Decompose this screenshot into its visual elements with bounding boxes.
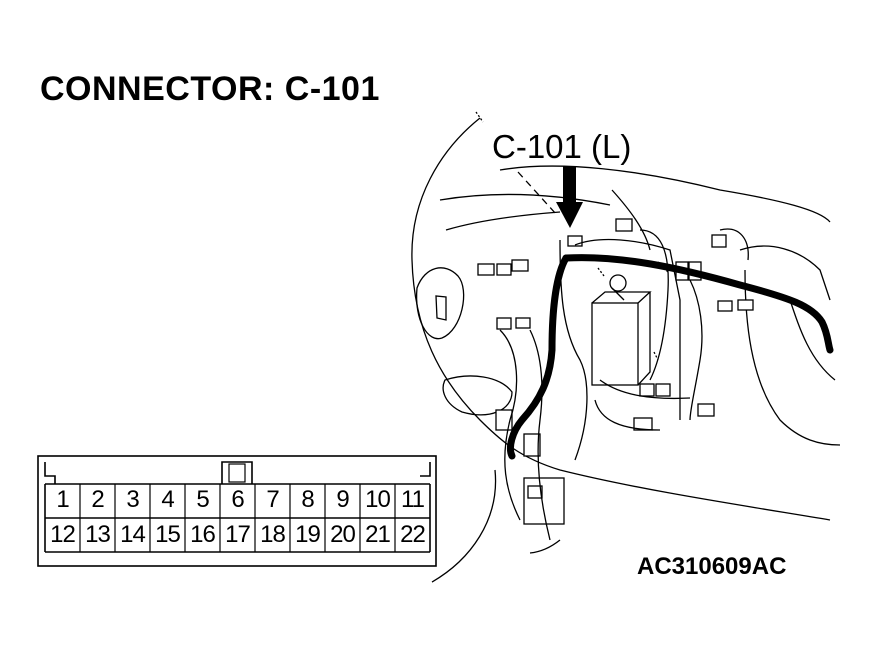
pin: 5 (196, 486, 209, 513)
pin: 15 (155, 521, 181, 548)
pin: 9 (336, 486, 349, 513)
pin: 7 (266, 486, 279, 513)
connector-face (37, 455, 437, 567)
pin: 12 (50, 521, 76, 548)
figure-id: AC310609AC (637, 553, 787, 580)
pin: 13 (85, 521, 111, 548)
pin: 18 (260, 521, 286, 548)
pin: 6 (231, 486, 244, 513)
pin: 10 (365, 486, 391, 513)
pin: 8 (301, 486, 314, 513)
diagram-title: CONNECTOR: C-101 (40, 70, 380, 108)
pin: 17 (225, 521, 251, 548)
center-module (591, 302, 639, 386)
pin: 16 (190, 521, 216, 548)
pin: 20 (330, 521, 356, 548)
pin: 22 (400, 521, 426, 548)
callout-label: C-101 (L) (492, 128, 632, 165)
callout-arrow (517, 166, 583, 228)
pin: 4 (161, 486, 174, 513)
pin: 14 (120, 521, 146, 548)
pin: 3 (126, 486, 139, 513)
dashboard-outline (411, 117, 831, 521)
pin: 19 (295, 521, 321, 548)
connector-top-row: 1 2 3 4 5 6 7 8 9 10 11 (45, 484, 430, 516)
pin: 2 (91, 486, 104, 513)
pin: 11 (401, 486, 425, 513)
main-harness (562, 254, 834, 354)
pin: 21 (365, 521, 391, 548)
pin: 1 (56, 486, 69, 513)
left-vent (415, 267, 465, 340)
connector-bottom-row: 12 13 14 15 16 17 18 19 20 21 22 (45, 519, 430, 551)
